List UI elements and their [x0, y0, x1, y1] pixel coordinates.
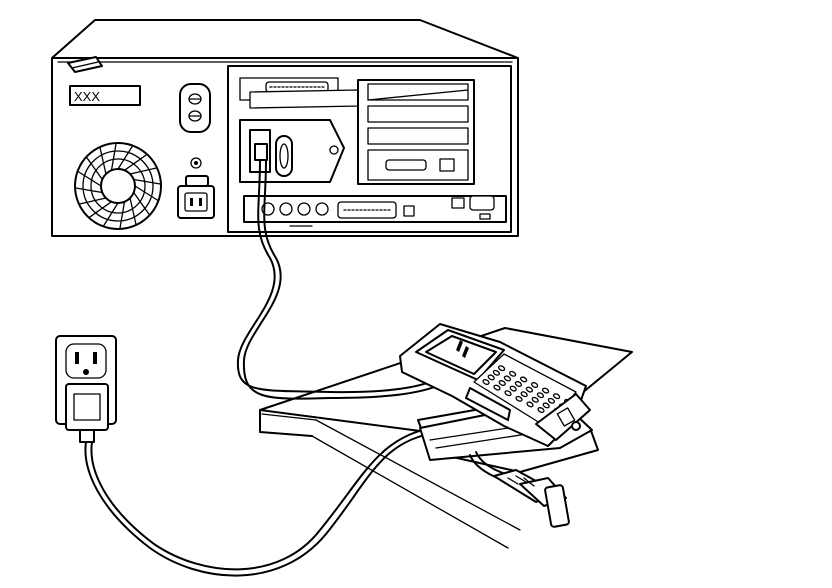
- keypad-key: [493, 384, 501, 391]
- cradle-plug: [544, 484, 570, 528]
- fan-blade: [110, 142, 117, 171]
- label-sticker: [67, 56, 103, 73]
- parallel-port: [337, 201, 397, 219]
- keypad-key: [487, 374, 495, 381]
- desktop-computer: XXX: [51, 19, 519, 237]
- expansion-area: [227, 65, 512, 233]
- small-port: [403, 205, 415, 217]
- keypad-key: [530, 382, 539, 388]
- keypad-key: [498, 380, 506, 386]
- adapter-plug: [79, 429, 95, 443]
- keypad-key: [515, 395, 523, 402]
- fan-blade: [85, 156, 103, 181]
- keypad-key: [541, 387, 550, 394]
- keypad-key: [492, 369, 501, 376]
- fan-blade: [88, 201, 113, 219]
- terminal-screen: [425, 335, 497, 375]
- keypad-key: [531, 396, 539, 403]
- slot-3: [367, 127, 469, 145]
- wall-outlet: [55, 335, 117, 443]
- fan-blade: [78, 197, 107, 205]
- keypad-key: [536, 392, 545, 399]
- fan-blade: [134, 185, 160, 202]
- vga-screw: [479, 213, 491, 220]
- fan-blade: [76, 170, 102, 187]
- keypad-key: [542, 402, 550, 409]
- slot-2: [367, 105, 469, 123]
- keypad-key: [525, 386, 534, 393]
- keypad-key: [509, 385, 517, 392]
- slot-1: [367, 83, 469, 101]
- screen-logo: [456, 340, 469, 358]
- keypad-key: [537, 407, 545, 413]
- audio-jack-2: [279, 202, 293, 216]
- keypad-key: [552, 393, 561, 400]
- keypad-key: [508, 370, 517, 377]
- keypad-key: [520, 391, 528, 398]
- fan-blade: [99, 146, 107, 175]
- computer-label-text: XXX: [74, 89, 100, 104]
- comm-cable: [236, 159, 441, 394]
- keypad-key: [519, 376, 528, 383]
- fan-blade: [129, 167, 158, 175]
- keypad-key: [514, 381, 523, 387]
- keypad-key: [497, 365, 506, 372]
- vga-port: [469, 195, 495, 211]
- keypad-key: [547, 397, 556, 404]
- fan-blade: [117, 144, 134, 170]
- fan-blade: [119, 201, 126, 230]
- computer-top-face: [51, 19, 519, 59]
- keypad-key: [504, 390, 512, 397]
- network-jack: [451, 197, 465, 209]
- cooling-fan-icon: [74, 142, 162, 230]
- audio-jack-3: [297, 202, 311, 216]
- fan-blade: [102, 202, 119, 228]
- fan-blade: [129, 197, 137, 226]
- card-jack: [439, 158, 455, 172]
- keypad-key: [482, 379, 490, 385]
- label-plate: [69, 85, 141, 106]
- expansion-card: [249, 89, 361, 109]
- voltage-switch: [179, 83, 211, 133]
- keypad-key: [503, 375, 512, 382]
- fan-blade: [133, 191, 151, 216]
- side-grip: [465, 387, 511, 421]
- card-port: [385, 159, 427, 171]
- keypad-key: [526, 401, 534, 408]
- cable-plug-computer: [254, 143, 268, 161]
- handheld-terminal: [399, 323, 591, 447]
- audio-jack-4: [315, 202, 329, 216]
- fan-blade: [74, 187, 103, 194]
- fan-blade: [123, 153, 148, 171]
- fan-blade: [133, 178, 162, 185]
- power-inlet: [177, 157, 215, 219]
